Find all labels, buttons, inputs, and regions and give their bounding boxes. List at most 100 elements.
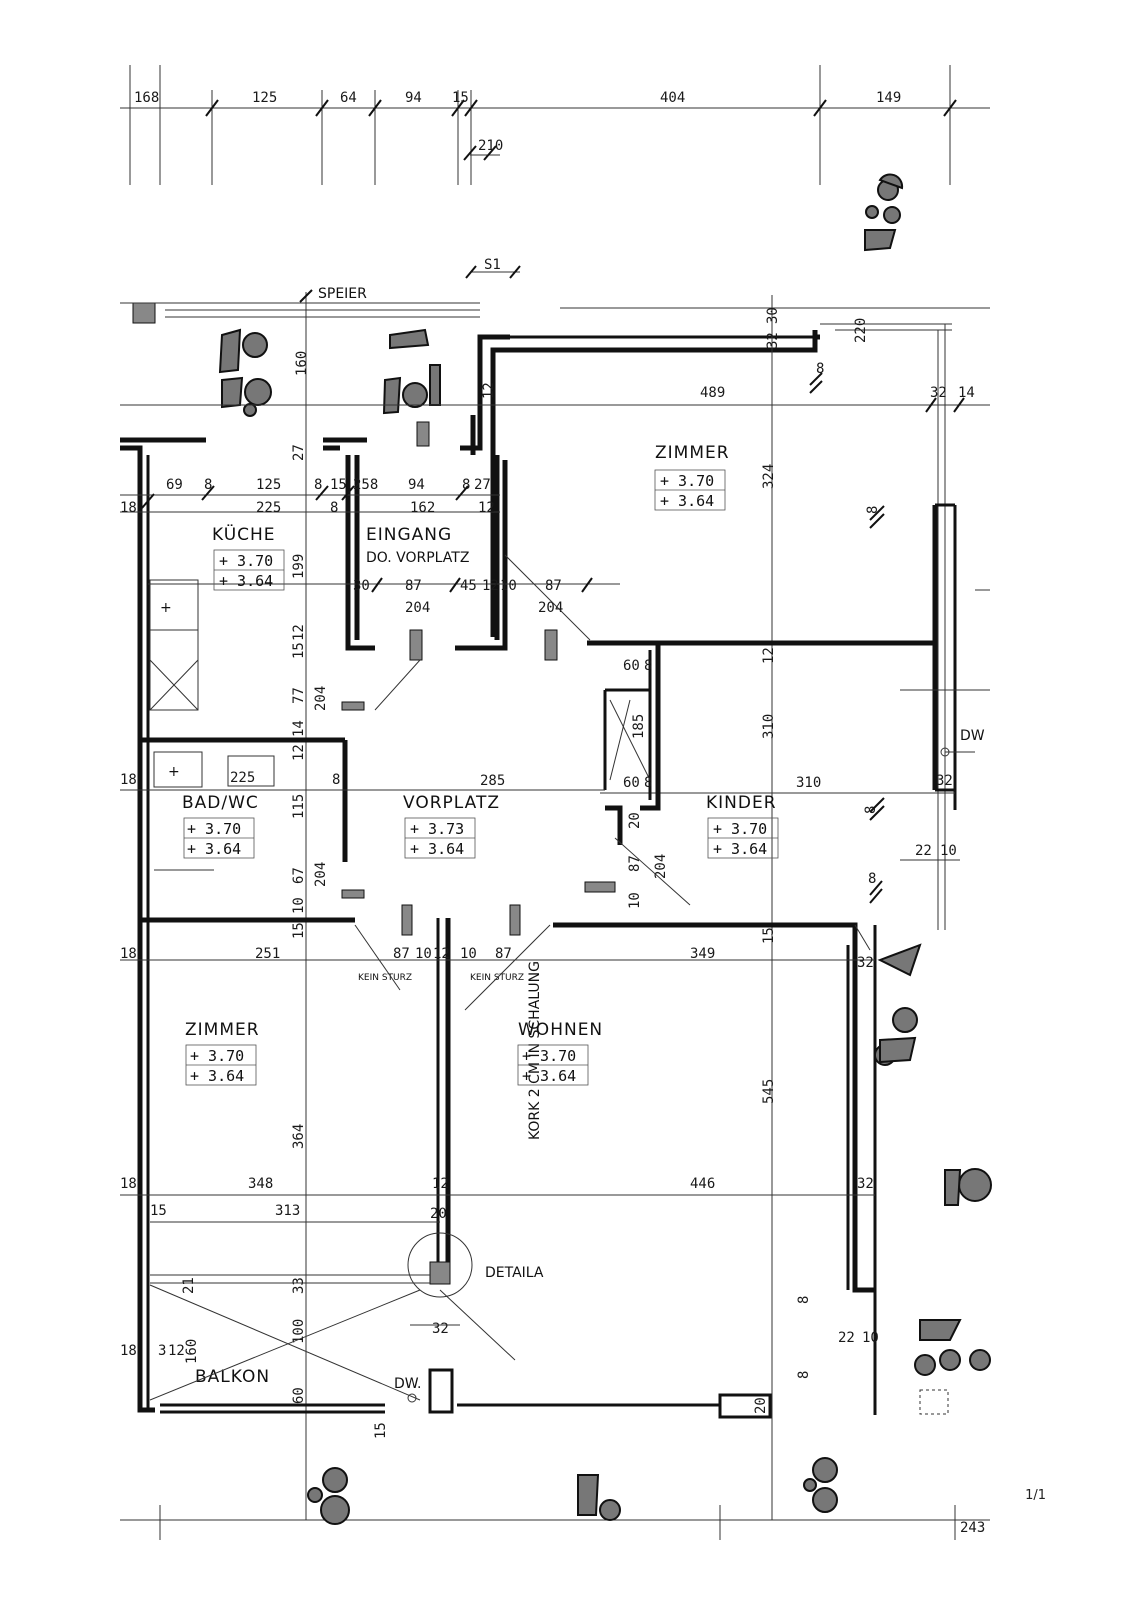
room-kinder: KINDER + 3.70 + 3.64 — [706, 793, 779, 859]
dim-8d: 8 — [644, 775, 652, 791]
walls-kitchen-entrance — [120, 445, 620, 925]
dim-22b: 22 — [838, 1330, 855, 1346]
dim-12a: 12 — [481, 382, 497, 399]
room-eingang-sub: DO. VORPLATZ — [366, 550, 469, 566]
room-zimmer-top-h1: + 3.70 — [660, 472, 714, 490]
dim-32f: 32 — [432, 1321, 449, 1337]
dim-20c: 20 — [753, 1397, 769, 1414]
column-marks-top — [218, 328, 441, 447]
walls-lower: DETAILA — [137, 918, 877, 1419]
detail-label: DETAILA — [485, 1265, 544, 1281]
room-bad-h2: + 3.64 — [187, 840, 241, 858]
dim-115: 115 — [291, 794, 307, 819]
dim-8f: 8 — [868, 871, 876, 887]
dim-310a: 310 — [761, 714, 777, 739]
dim-77: 77 — [291, 687, 307, 704]
dim-row1-4: 8 — [314, 477, 322, 493]
dim-32a: 32 — [765, 332, 781, 349]
room-wohnen: WOHNEN + 3.70 + 3.64 — [517, 1020, 602, 1086]
room-zimmer-top-name: ZIMMER — [655, 443, 730, 463]
dim-12-mid: 12 — [761, 647, 777, 664]
axis-marker-right-top — [864, 173, 904, 252]
dim-row3-6: 87 — [545, 578, 562, 594]
dim-32b: 32 — [930, 385, 947, 401]
room-kinder-name: KINDER — [706, 793, 777, 813]
dim-row3-4: 12 — [482, 578, 499, 594]
dim-15d: 15 — [150, 1203, 167, 1219]
axis-markers-bottom: 243 — [120, 1457, 990, 1540]
dim-8c: 8 — [332, 772, 340, 788]
dw-label-2: DW. — [394, 1376, 421, 1392]
room-kinder-h2: + 3.64 — [713, 840, 767, 858]
room-wohnen-h2: + 3.64 — [522, 1067, 576, 1085]
dim-row3-5: 10 — [500, 578, 517, 594]
room-bad-name: BAD/WC — [182, 793, 259, 813]
dim-row2-5: 12 — [478, 500, 495, 516]
dim-20b: 20 — [430, 1206, 447, 1222]
speier-area: SPEIER 160 S1 — [120, 257, 521, 1520]
dim-285: 285 — [480, 773, 505, 789]
room-zimmer-bottom-h2: + 3.64 — [190, 1067, 244, 1085]
dim-top-7: 149 — [876, 90, 901, 106]
dim-100: 100 — [291, 1319, 307, 1344]
dim-32c: 32 — [936, 773, 953, 789]
dim-160b: 160 — [184, 1339, 200, 1364]
dim-3: 3 — [158, 1343, 166, 1359]
dim-row1-3: 125 — [256, 477, 281, 493]
dim-251: 251 — [255, 946, 280, 962]
dim-8h: 8 — [796, 1371, 812, 1379]
dim-14: 14 — [958, 385, 975, 401]
room-wohnen-h1: + 3.70 — [522, 1047, 576, 1065]
dim-15e: 15 — [373, 1422, 389, 1439]
dim-row2-1: 18 — [120, 500, 137, 516]
dim-row2-3: 8 — [330, 500, 338, 516]
dim-row3-2: 87 — [405, 578, 422, 594]
dim-row1-6: 258 — [353, 477, 378, 493]
dim-row2-2: 225 — [256, 500, 281, 516]
dim-22a: 22 — [915, 843, 932, 859]
dim-87b: 87 — [393, 946, 410, 962]
walls-center: 60 8 185 60 8 20 87 204 10 — [584, 643, 691, 909]
dw-label: DW — [960, 728, 985, 744]
dim-204b: 204 — [538, 600, 563, 616]
dim-row1-9: 27 — [474, 477, 491, 493]
dim-14b: 14 — [291, 720, 307, 737]
dim-33: 33 — [291, 1277, 307, 1294]
dim-60a: 60 — [623, 658, 640, 674]
room-vorplatz-name: VORPLATZ — [403, 793, 500, 813]
dim-204d: 204 — [653, 854, 669, 879]
dim-row2-4: 162 — [410, 500, 435, 516]
room-vorplatz-h2: + 3.64 — [410, 840, 464, 858]
dim-top-4: 94 — [405, 90, 422, 106]
dim-row1-2: 8 — [204, 477, 212, 493]
dim-10c: 10 — [291, 897, 307, 914]
dim-18d: 18 — [120, 1176, 137, 1192]
dim-199: 199 — [291, 554, 307, 579]
dim-18c: 18 — [120, 946, 137, 962]
page-counter: 1/1 — [1025, 1488, 1046, 1503]
dim-310b: 310 — [796, 775, 821, 791]
room-bad-h1: + 3.70 — [187, 820, 241, 838]
dim-8a: 8 — [816, 361, 824, 377]
dim-10b: 10 — [627, 892, 643, 909]
kork-label: KORK 2 CM IN SCHALUNG — [527, 961, 543, 1140]
dim-220: 220 — [853, 318, 869, 343]
dim-204c: 204 — [313, 686, 329, 711]
dim-top-5: 15 — [452, 90, 469, 106]
room-bad: + 225 18 8 BAD/WC + 3.70 + 3.64 115 67 2… — [120, 751, 365, 939]
dim-15b: 15 — [291, 922, 307, 939]
dim-364: 364 — [291, 1124, 307, 1149]
dims-lower: 18 251 87 10 12 10 87 349 15 32 KEIN STU… — [120, 904, 879, 1439]
dim-8g: 8 — [796, 1296, 812, 1304]
dim-446: 446 — [690, 1176, 715, 1192]
dim-204a: 204 — [405, 600, 430, 616]
dim-row1-8: 8 — [462, 477, 470, 493]
dim-15: 15 — [291, 642, 307, 659]
dim-row1-7: 94 — [408, 477, 425, 493]
dim-185: 185 — [631, 714, 647, 739]
room-zimmer-bottom: ZIMMER + 3.70 + 3.64 — [185, 1020, 259, 1086]
room-kueche-h1: + 3.70 — [219, 552, 273, 570]
room-eingang: EINGANG DO. VORPLATZ — [366, 525, 469, 566]
room-vorplatz: 285 VORPLATZ + 3.73 + 3.64 — [345, 773, 605, 859]
dim-32d: 32 — [857, 955, 874, 971]
